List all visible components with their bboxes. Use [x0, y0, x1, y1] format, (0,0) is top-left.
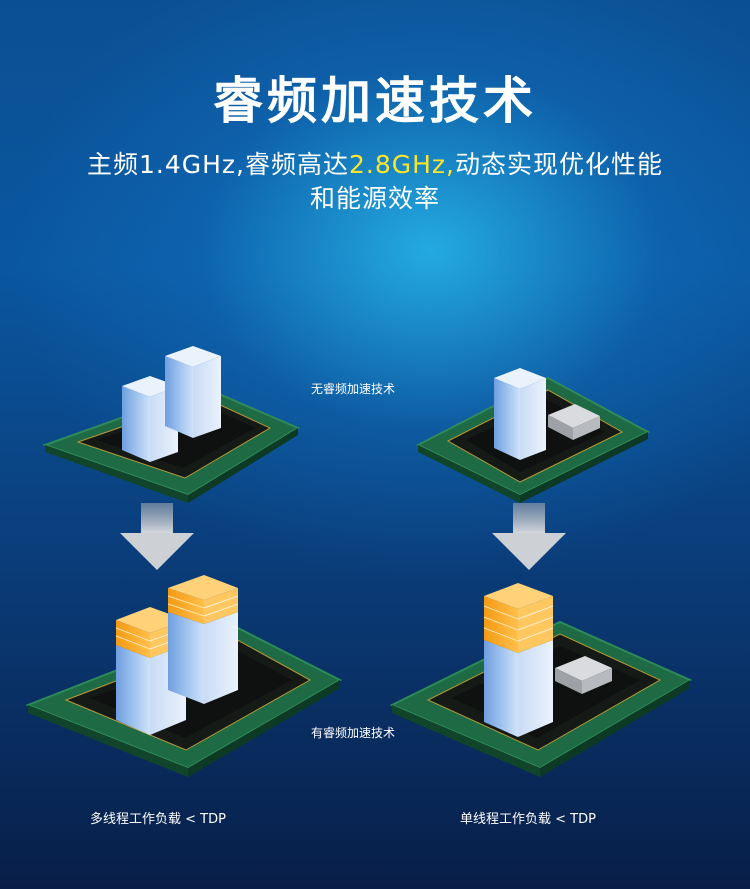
subtitle: 主频1.4GHz,睿频高达2.8GHz,动态实现优化性能 和能源效率: [0, 148, 750, 216]
arrow-left: [120, 503, 194, 570]
subtitle-line-2: 和能源效率: [309, 184, 440, 213]
subtitle-text: 主频1.4GHz,睿频高达: [86, 150, 349, 179]
subtitle-highlight: 2.8GHz,: [348, 150, 455, 179]
chip-top-left: [41, 346, 301, 503]
chip-bottom-right: [389, 583, 693, 777]
subtitle-text-end: 动态实现优化性能: [454, 150, 663, 179]
label-without-turbo: 无睿频加速技术: [311, 382, 396, 396]
arrow-right: [492, 503, 566, 570]
chip-bottom-left: [25, 575, 343, 777]
page-title: 睿频加速技术: [213, 72, 537, 130]
caption-single-thread: 单线程工作负载 < TDP: [460, 812, 596, 827]
caption-multi-thread: 多线程工作负载 < TDP: [90, 812, 226, 827]
label-with-turbo: 有睿频加速技术: [311, 726, 396, 740]
chip-top-right: [415, 368, 651, 503]
subtitle-line-1: 主频1.4GHz,睿频高达2.8GHz,动态实现优化性能: [0, 148, 750, 182]
